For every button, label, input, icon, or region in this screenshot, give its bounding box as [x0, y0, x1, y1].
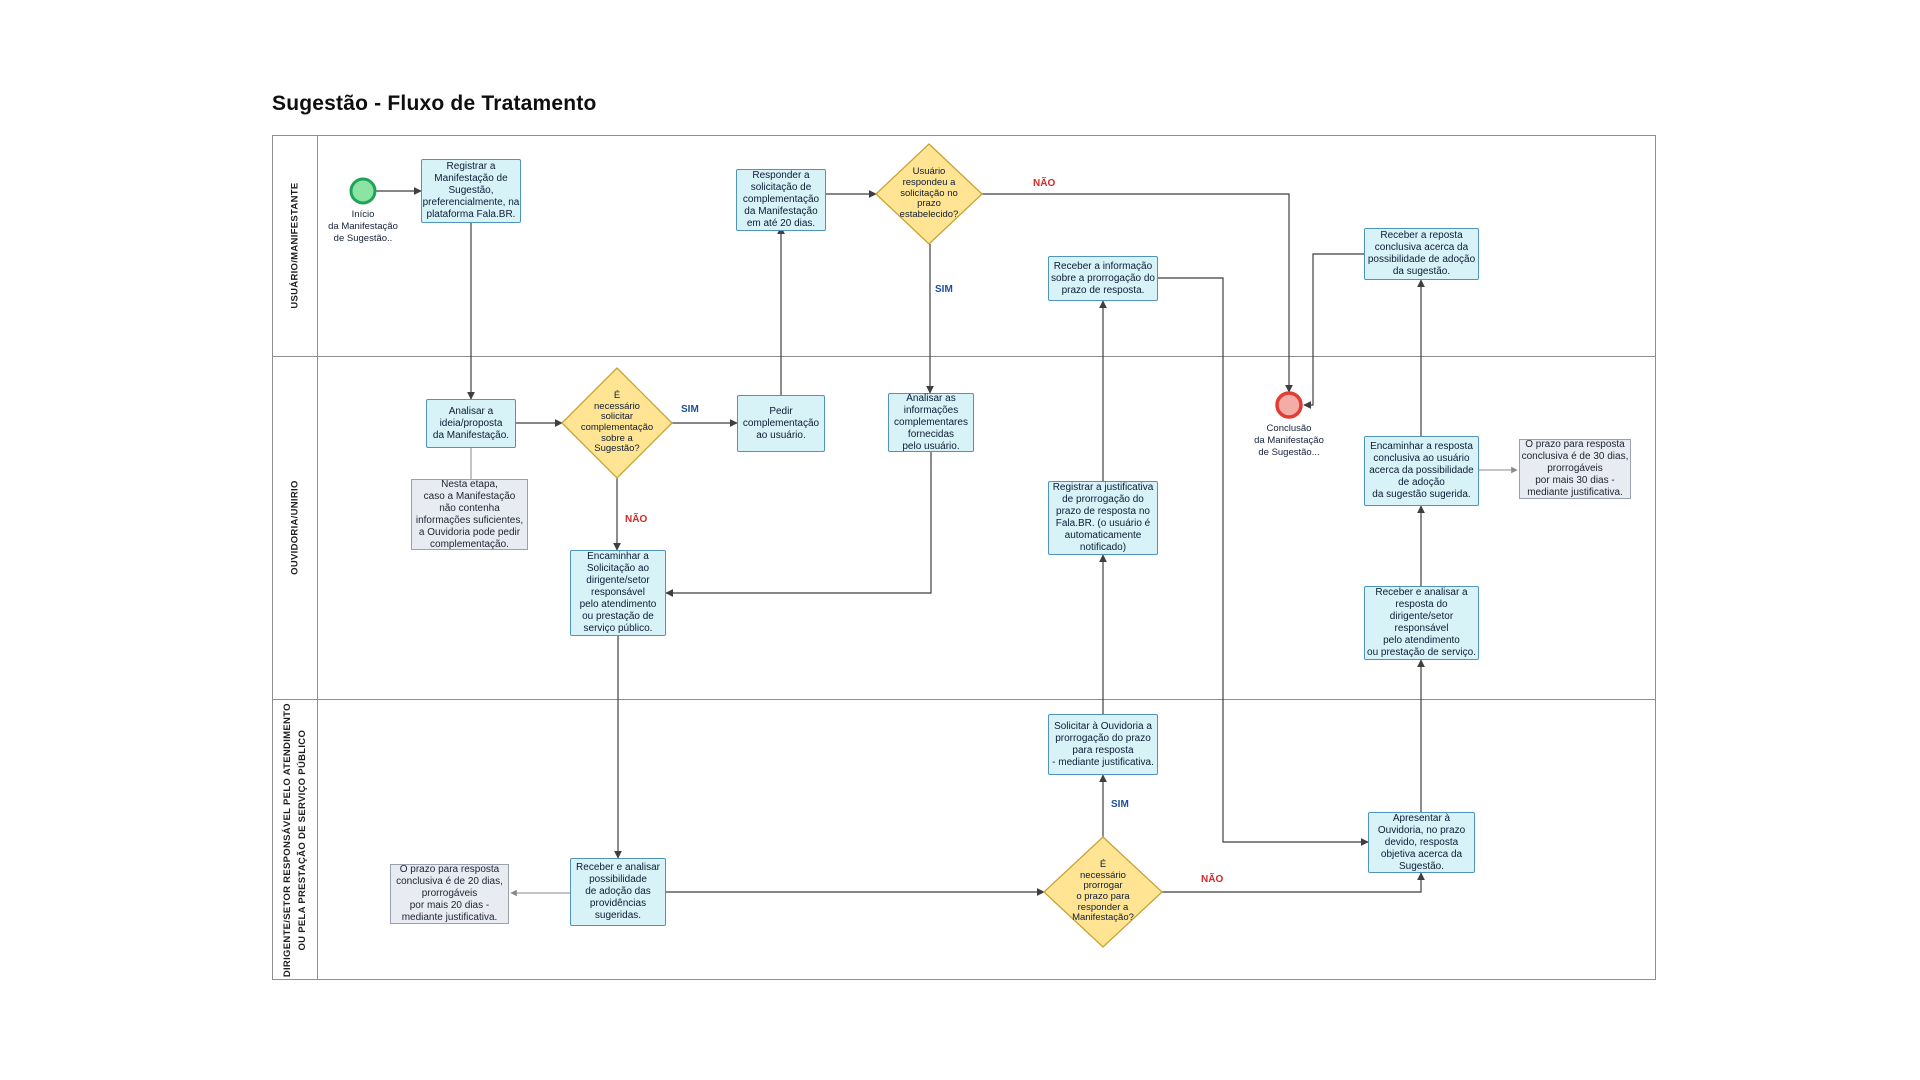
task-registrar-manifestacao: Registrar a Manifestação de Sugestão, pr… [421, 159, 521, 223]
decision-usuario-respondeu: Usuário respondeu a solicitação no prazo… [899, 166, 959, 220]
task-analisar-ideia: Analisar a ideia/proposta da Manifestaçã… [426, 399, 516, 448]
task-registrar-justificativa: Registrar a justificativa de prorrogação… [1048, 481, 1158, 555]
edge-label-sim-prorrogacao: SIM [1111, 799, 1129, 810]
task-responder-solicitacao: Responder a solicitação de complementaçã… [736, 169, 826, 231]
task-receber-analisar-possibilidade: Receber e analisar possibilidade de adoç… [570, 858, 666, 926]
decision-complementacao-shape [561, 367, 673, 479]
task-apresentar-resposta: Apresentar à Ouvidoria, no prazo devido,… [1368, 812, 1475, 873]
lane-separator [273, 699, 1655, 700]
edge-label-nao-prorrogacao: NÃO [1201, 874, 1224, 885]
arrow-receber-resposta-to-end [1303, 253, 1364, 409]
task-encaminhar-resposta-conclusiva: Encaminhar a resposta conclusiva ao usuá… [1364, 436, 1479, 506]
edge-label-nao-complementacao: NÃO [625, 514, 648, 525]
note-prazo-20-dias: O prazo para resposta conclusiva é de 20… [390, 864, 509, 924]
decision-usuario-respondeu-shape [875, 143, 983, 245]
task-encaminhar-solicitacao: Encaminhar a Solicitação ao dirigente/se… [570, 550, 666, 636]
connector-layer [349, 143, 1518, 948]
edge-label-nao-deadline: NÃO [1033, 178, 1056, 189]
decision-necessita-prorrogacao: É necessário prorrogar o prazo para resp… [1072, 859, 1134, 924]
end-event-circle [1275, 391, 1303, 419]
note-prazo-30-dias: O prazo para resposta conclusiva é de 30… [1519, 439, 1631, 499]
arrow-analisar-info-to-encaminhar [665, 452, 932, 597]
arrow-nao-to-apresentar [1162, 872, 1425, 893]
task-receber-analisar-resposta: Receber e analisar a resposta do dirigen… [1364, 586, 1479, 660]
task-analisar-informacoes: Analisar as informações complementares f… [888, 393, 974, 452]
task-pedir-complementacao: Pedir complementação ao usuário. [737, 395, 825, 452]
task-receber-informacao-prorrogacao: Receber a informação sobre a prorrogação… [1048, 256, 1158, 301]
edge-label-sim-complementacao: SIM [681, 404, 699, 415]
edge-label-sim-deadline: SIM [935, 284, 953, 295]
decision-necessita-complementacao: É necessário solicitar complementação so… [580, 390, 654, 455]
start-event-label: Início da Manifestação de Sugestão.. [328, 209, 398, 244]
task-receber-resposta-conclusiva: Receber a reposta conclusiva acerca da p… [1364, 228, 1479, 280]
end-event-label: Conclusão da Manifestação de Sugestão... [1254, 423, 1324, 458]
arrow-nao-to-end [982, 193, 1293, 393]
lane-separator [273, 356, 1655, 357]
task-solicitar-prorrogacao: Solicitar à Ouvidoria a prorrogação do p… [1048, 714, 1158, 775]
start-event-circle [349, 177, 377, 205]
lane-label-column-divider [317, 136, 318, 979]
arrow-receber-info-to-apresentar [1158, 277, 1369, 846]
diagram-title: Sugestão - Fluxo de Tratamento [272, 92, 597, 115]
diagram-frame: USUÁRIO/MANIFESTANTE OUVIDORIA/UNIRIO DI… [272, 135, 1656, 980]
note-etapa-complementacao: Nesta etapa, caso a Manifestação não con… [411, 479, 528, 550]
decision-prorrogar-shape [1043, 836, 1163, 948]
